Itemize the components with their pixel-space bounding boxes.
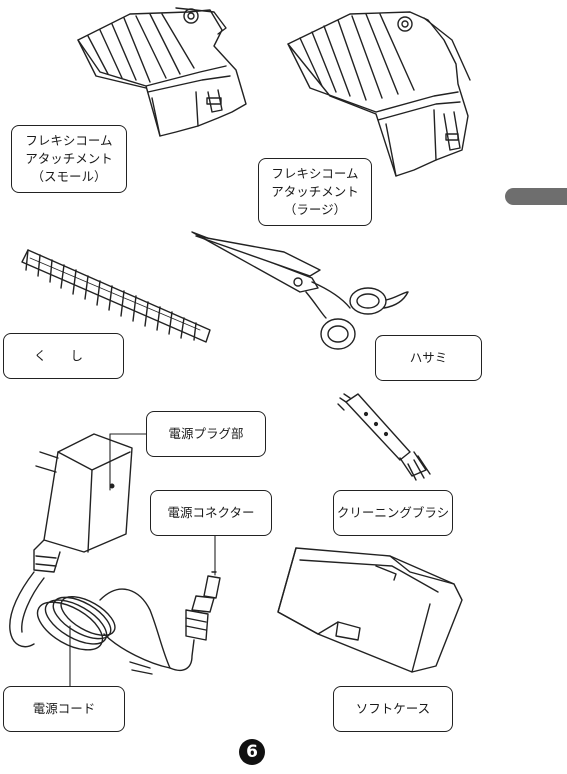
label-text: ソフトケース (355, 700, 431, 716)
label-scissors: ハサミ (375, 335, 482, 381)
page-number: 6 (239, 739, 265, 765)
scissors-illustration (191, 231, 409, 350)
label-power-cord: 電源コード (3, 686, 125, 732)
section-tab (505, 188, 567, 205)
flexi-comb-small-illustration (77, 7, 247, 137)
comb-illustration (21, 249, 211, 343)
label-comb: く し (3, 333, 124, 379)
label-line: アタッチメント (25, 150, 113, 166)
power-cord-illustration (9, 571, 221, 675)
label-cleaning-brush: クリーニングブラシ (333, 490, 453, 536)
cleaning-brush-illustration (337, 393, 431, 481)
soft-case-illustration (277, 547, 463, 673)
label-text: 電源コード (32, 700, 96, 716)
label-line: （ラージ） (283, 202, 347, 218)
label-flexi-comb-small: フレキシコーム アタッチメント （スモール） (11, 125, 127, 193)
label-line: フレキシコーム (271, 165, 359, 181)
power-plug-illustration (33, 433, 133, 573)
label-text: ハサミ (409, 349, 448, 365)
label-line: （スモール） (31, 169, 107, 185)
label-text: 電源コネクター (167, 504, 255, 520)
label-power-connector: 電源コネクター (150, 490, 272, 536)
label-text: 電源プラグ部 (168, 425, 244, 441)
label-line: フレキシコーム (25, 132, 113, 148)
label-line: アタッチメント (271, 183, 359, 199)
label-soft-case: ソフトケース (333, 686, 453, 732)
label-power-plug: 電源プラグ部 (146, 411, 266, 457)
label-text: く し (34, 347, 93, 363)
label-flexi-comb-large: フレキシコーム アタッチメント （ラージ） (258, 158, 372, 226)
label-text: クリーニングブラシ (336, 504, 450, 520)
flexi-comb-large-illustration (287, 11, 471, 177)
